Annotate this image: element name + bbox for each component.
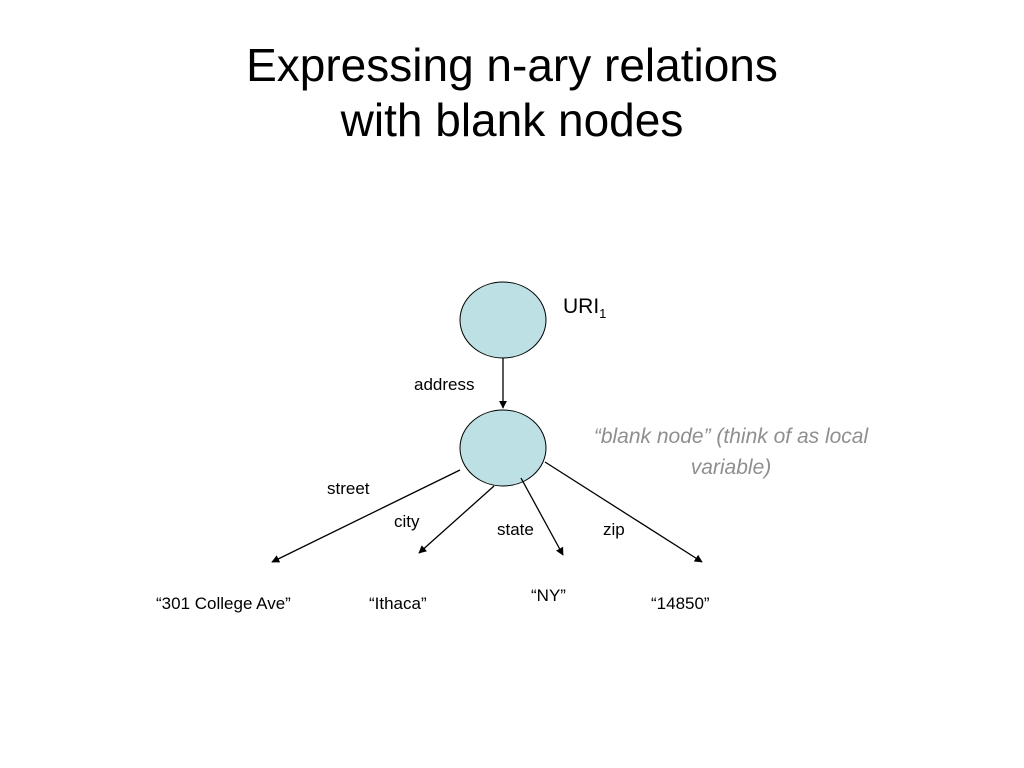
zip-arrow: [544, 461, 703, 563]
literal-city: “Ithaca”: [369, 594, 427, 613]
uri-subscript: 1: [599, 306, 607, 322]
uri-node: [459, 281, 547, 359]
edge-label-state: state: [497, 520, 534, 539]
edge-label-street: street: [327, 479, 370, 498]
state-arrow: [520, 477, 564, 556]
uri-label: URI1: [563, 295, 606, 321]
literal-zip: “14850”: [651, 594, 710, 613]
edge-label-zip: zip: [603, 520, 625, 539]
title-line-2: with blank nodes: [340, 94, 684, 146]
street-arrow: [271, 469, 461, 563]
blank-node: [459, 409, 547, 487]
literal-state: “NY”: [531, 586, 566, 605]
city-arrow: [418, 485, 495, 554]
edge-label-address: address: [414, 375, 475, 394]
title-line-1: Expressing n-ary relations: [246, 39, 778, 91]
edge-label-city: city: [394, 512, 420, 531]
blank-node-note: “blank node” (think of as local variable…: [593, 425, 869, 479]
literal-street: “301 College Ave”: [156, 594, 291, 613]
uri-label-text: URI: [563, 295, 600, 318]
slide-title: Expressing n-ary relations with blank no…: [0, 38, 1024, 148]
